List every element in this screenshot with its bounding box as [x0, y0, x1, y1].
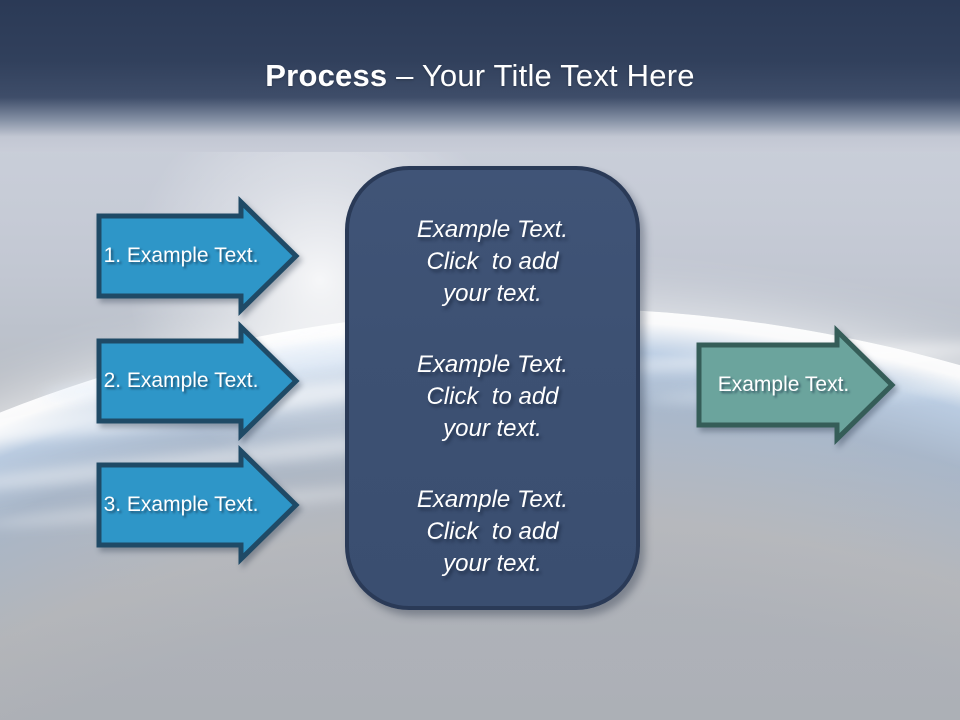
text-block-3[interactable]: Example Text. Click to add your text. — [365, 484, 620, 580]
text-block-2[interactable]: Example Text. Click to add your text. — [365, 349, 620, 445]
slide-title[interactable]: Process – Your Title Text Here — [0, 52, 960, 100]
block-line: Example Text. — [416, 216, 569, 243]
step-arrow-1[interactable]: 1. Example Text. — [96, 196, 300, 316]
block-line: your text. — [443, 280, 542, 307]
process-box-content: Example Text. Click to add your text. Ex… — [365, 214, 620, 582]
title-bold-text: Process — [265, 58, 388, 93]
block-line: your text. — [443, 550, 542, 577]
block-line: Click to add — [426, 518, 559, 545]
text-block-1[interactable]: Example Text. Click to add your text. — [365, 214, 620, 310]
step-arrow-2[interactable]: 2. Example Text. — [96, 321, 300, 441]
right-arrow-icon — [96, 321, 300, 441]
right-arrow-icon — [96, 196, 300, 316]
block-line: Click to add — [426, 383, 559, 410]
title-regular-text: – Your Title Text Here — [396, 58, 695, 93]
block-line: Example Text. — [416, 351, 569, 378]
right-arrow-icon — [696, 325, 896, 445]
slide-header — [0, 0, 960, 152]
step-arrow-3[interactable]: 3. Example Text. — [96, 445, 300, 565]
result-arrow[interactable]: Example Text. — [696, 325, 896, 445]
right-arrow-icon — [96, 445, 300, 565]
block-line: Click to add — [426, 248, 559, 275]
process-box[interactable]: Example Text. Click to add your text. Ex… — [345, 166, 640, 610]
block-line: your text. — [443, 415, 542, 442]
block-line: Example Text. — [416, 486, 569, 513]
